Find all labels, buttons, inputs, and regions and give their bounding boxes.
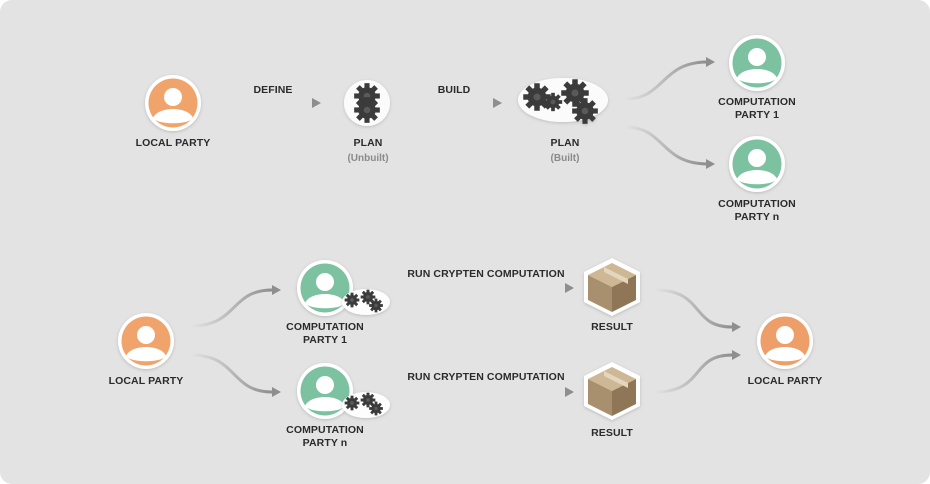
person-icon [297,363,353,419]
computation-party-1-label: COMPUTATION PARTY 1 [702,96,812,122]
plan-unbuilt-title: PLAN [353,137,383,149]
plan-built-subtitle: (Built) [550,153,580,164]
build-label: BUILD [437,84,471,96]
run-computation-label-n: RUN CRYPTEN COMPUTATION [407,371,565,383]
local-party-target-label: LOCAL PARTY [747,375,823,387]
person-icon [757,313,813,369]
plan-unbuilt-subtitle: (Unbuilt) [347,153,389,164]
run-arrow-1 [400,283,574,293]
person-icon [118,313,174,369]
computation-party-n-label: COMPUTATION PARTY n [270,424,380,450]
gears-icon [518,78,608,124]
label-line: PARTY 1 [302,334,348,346]
plan-built-title: PLAN [550,137,580,149]
box-icon [584,258,640,316]
box-icon [584,362,640,420]
person-icon [145,75,201,131]
result-n-label: RESULT [591,427,633,439]
computation-party-1-label: COMPUTATION PARTY 1 [270,321,380,347]
build-arrow [408,98,502,108]
person-icon [729,35,785,91]
gears-icon [342,289,390,315]
resultn-to-local-arrow [654,350,741,394]
computation-party-n-label: COMPUTATION PARTY n [702,198,812,224]
person-icon [297,260,353,316]
local-to-party1-arrow [190,285,281,328]
define-arrow [225,98,321,108]
build-to-party1-arrow [624,57,715,101]
result-1-label: RESULT [591,321,633,333]
run-arrow-n [400,387,574,397]
label-line: COMPUTATION [718,198,796,210]
label-line: PARTY 1 [734,109,780,121]
run-computation-label-1: RUN CRYPTEN COMPUTATION [407,268,565,280]
build-to-partyn-arrow [624,125,715,169]
label-line: COMPUTATION [718,96,796,108]
label-line: PARTY n [734,211,780,223]
label-line: COMPUTATION [286,321,364,333]
label-line: PARTY n [302,437,348,449]
local-party-label: LOCAL PARTY [135,137,211,149]
person-icon [729,136,785,192]
define-label: DEFINE [253,84,293,96]
gears-icon [344,80,390,126]
local-to-partyn-arrow [190,353,281,397]
result1-to-local-arrow [654,288,741,332]
gears-icon [342,392,390,418]
label-line: COMPUTATION [286,424,364,436]
local-party-source-label: LOCAL PARTY [108,375,184,387]
